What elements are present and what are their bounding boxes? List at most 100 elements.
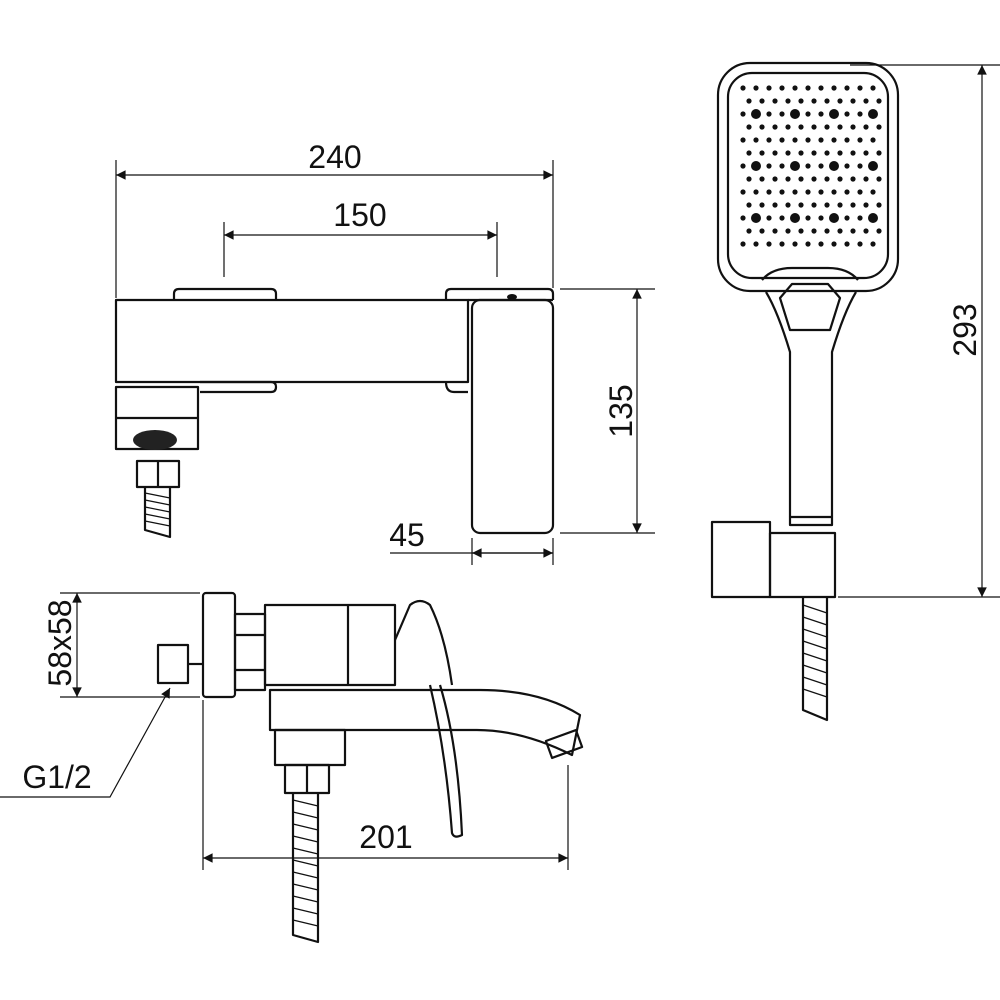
dimension-label-135: 135 bbox=[603, 384, 639, 437]
nozzle-hole bbox=[785, 228, 791, 234]
nozzle-hole bbox=[798, 176, 804, 182]
nozzle-hole bbox=[844, 111, 850, 117]
nozzle-hole bbox=[863, 176, 869, 182]
nozzle-hole bbox=[740, 163, 746, 169]
nozzle-hole bbox=[876, 202, 882, 208]
thread-label: G1/2 bbox=[22, 759, 91, 795]
nozzle-hole bbox=[818, 189, 824, 195]
nozzle-hole bbox=[798, 202, 804, 208]
nozzle-hole bbox=[805, 215, 811, 221]
nozzle-hole bbox=[824, 98, 830, 104]
nozzle-hole bbox=[740, 111, 746, 117]
nozzle-hole bbox=[850, 176, 856, 182]
nozzle-hole bbox=[740, 85, 746, 91]
nozzle-hole bbox=[798, 150, 804, 156]
nozzle-hole bbox=[811, 228, 817, 234]
nozzle-hole bbox=[746, 228, 752, 234]
nozzle-hole bbox=[818, 163, 824, 169]
nozzle-hole bbox=[753, 241, 759, 247]
mixer-top-view bbox=[114, 287, 555, 539]
nozzle-hole bbox=[811, 98, 817, 104]
thread-callout: G1/2 bbox=[0, 687, 171, 798]
nozzle-hole bbox=[831, 241, 837, 247]
dimension-201: 201 bbox=[202, 700, 569, 870]
nozzle-hole bbox=[805, 85, 811, 91]
nozzle-hole bbox=[811, 202, 817, 208]
nozzle-hole bbox=[868, 161, 878, 171]
nozzle-hole bbox=[805, 189, 811, 195]
nozzle-hole bbox=[829, 213, 839, 223]
nozzle-hole bbox=[746, 150, 752, 156]
nozzle-hole bbox=[779, 241, 785, 247]
nozzle-hole bbox=[857, 189, 863, 195]
nozzle-hole bbox=[824, 176, 830, 182]
nozzle-hole bbox=[751, 213, 761, 223]
nozzle-hole bbox=[850, 150, 856, 156]
nozzle-hole bbox=[792, 241, 798, 247]
nozzle-hole bbox=[798, 98, 804, 104]
nozzle-hole bbox=[751, 161, 761, 171]
nozzle-hole bbox=[837, 202, 843, 208]
nozzle-hole bbox=[857, 85, 863, 91]
nozzle-hole bbox=[811, 150, 817, 156]
nozzle-hole bbox=[844, 137, 850, 143]
nozzle-hole bbox=[870, 241, 876, 247]
nozzle-hole bbox=[779, 137, 785, 143]
nozzle-hole bbox=[751, 109, 761, 119]
nozzle-hole bbox=[790, 213, 800, 223]
nozzle-hole bbox=[824, 150, 830, 156]
nozzle-hole bbox=[790, 109, 800, 119]
nozzle-hole bbox=[766, 111, 772, 117]
nozzle-hole bbox=[857, 111, 863, 117]
nozzle-hole bbox=[740, 215, 746, 221]
nozzle-hole bbox=[766, 215, 772, 221]
nozzle-hole bbox=[798, 124, 804, 130]
nozzle-hole bbox=[857, 137, 863, 143]
nozzle-hole bbox=[772, 150, 778, 156]
nozzle-hole bbox=[844, 189, 850, 195]
nozzle-hole bbox=[779, 163, 785, 169]
nozzle-hole bbox=[753, 137, 759, 143]
nozzle-hole bbox=[818, 241, 824, 247]
hand-shower bbox=[710, 61, 900, 722]
nozzle-hole bbox=[805, 163, 811, 169]
nozzle-hole bbox=[753, 85, 759, 91]
nozzle-hole bbox=[759, 150, 765, 156]
nozzle-hole bbox=[863, 124, 869, 130]
dimension-150: 150 bbox=[223, 197, 498, 277]
nozzle-hole bbox=[870, 189, 876, 195]
nozzle-hole bbox=[759, 202, 765, 208]
dimension-label-201: 201 bbox=[359, 819, 412, 855]
nozzle-hole bbox=[746, 176, 752, 182]
nozzle-hole bbox=[753, 189, 759, 195]
mixer-side-view bbox=[156, 591, 584, 944]
nozzle-hole bbox=[805, 137, 811, 143]
nozzle-hole bbox=[837, 150, 843, 156]
nozzle-hole bbox=[766, 137, 772, 143]
nozzle-hole bbox=[772, 124, 778, 130]
nozzle-hole bbox=[779, 215, 785, 221]
nozzle-hole bbox=[844, 85, 850, 91]
nozzle-hole bbox=[779, 189, 785, 195]
nozzle-hole bbox=[824, 124, 830, 130]
nozzle-hole bbox=[759, 98, 765, 104]
nozzle-hole bbox=[779, 111, 785, 117]
nozzle-hole bbox=[740, 241, 746, 247]
nozzle-hole bbox=[837, 228, 843, 234]
nozzle-hole bbox=[837, 176, 843, 182]
nozzle-hole bbox=[857, 215, 863, 221]
nozzle-hole bbox=[805, 241, 811, 247]
nozzle-hole bbox=[863, 150, 869, 156]
nozzle-hole bbox=[792, 137, 798, 143]
nozzle-hole bbox=[785, 202, 791, 208]
nozzle-hole bbox=[766, 163, 772, 169]
dimension-label-240: 240 bbox=[308, 139, 361, 175]
nozzle-hole bbox=[876, 176, 882, 182]
nozzle-hole bbox=[870, 85, 876, 91]
dimension-135: 135 bbox=[560, 288, 655, 534]
nozzle-hole bbox=[772, 228, 778, 234]
nozzle-hole bbox=[818, 137, 824, 143]
nozzle-hole bbox=[831, 189, 837, 195]
nozzle-hole bbox=[746, 124, 752, 130]
